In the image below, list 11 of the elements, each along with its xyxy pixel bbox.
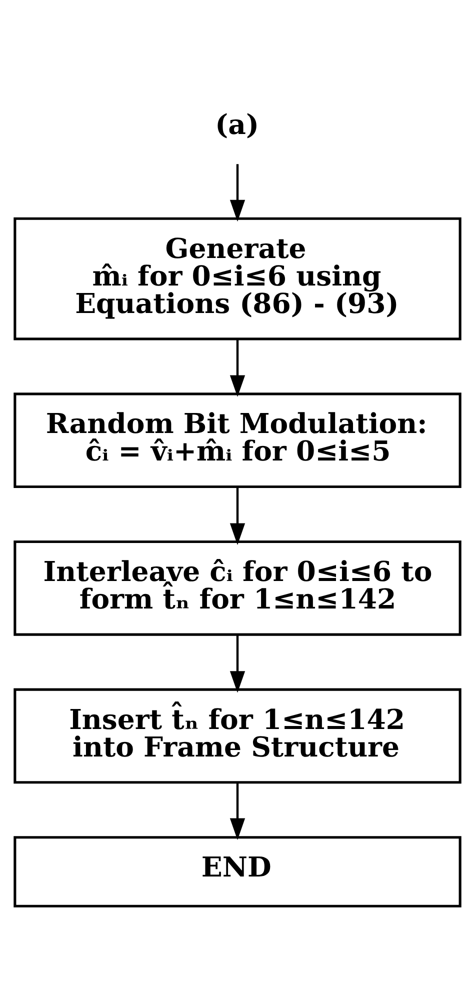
arrow <box>230 634 246 692</box>
node-text: (a) <box>215 108 259 141</box>
node-box: Generate m̂ᵢ for 0≤i≤6 using Equations (86) - (93) <box>14 216 462 340</box>
arrow <box>230 338 246 396</box>
arrow <box>230 164 246 222</box>
node-box: END <box>14 836 462 907</box>
arrow <box>230 486 246 544</box>
node-box: Random Bit Modulation: ĉᵢ = v̂ᵢ+m̂ᵢ for 0≤i≤5 <box>14 392 462 488</box>
node-box: Interleave ĉᵢ for 0≤i≤6 to form t̂ₙ for 1≤n≤142 <box>14 540 462 636</box>
node-box: Insert t̂ₙ for 1≤n≤142 into Frame Structure <box>14 688 462 784</box>
arrow <box>230 782 246 840</box>
